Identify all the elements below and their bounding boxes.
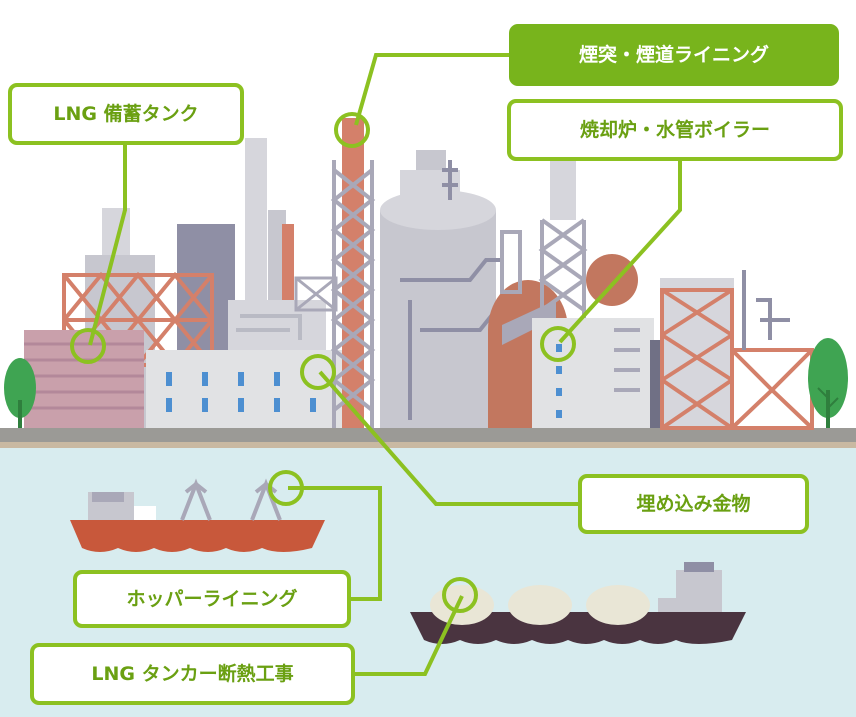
right-plant bbox=[650, 270, 814, 430]
lng-storage-tank bbox=[24, 330, 144, 428]
marker-hopper bbox=[268, 470, 304, 506]
label-lng-tanker-insulation: LNG タンカー断熱工事 bbox=[30, 643, 355, 705]
marker-boiler bbox=[540, 326, 576, 362]
label-hopper-lining: ホッパーライニング bbox=[73, 570, 351, 628]
marker-embedded bbox=[300, 354, 336, 390]
tree-right bbox=[808, 338, 848, 428]
label-chimney-flue-lining: 煙突・煙道ライニング bbox=[509, 24, 839, 86]
process-tower bbox=[380, 150, 500, 428]
label-incinerator-boiler: 焼却炉・水管ボイラー bbox=[507, 99, 843, 161]
leader-lines bbox=[88, 53, 682, 676]
ground-strip bbox=[0, 428, 856, 442]
marker-circles bbox=[70, 112, 576, 613]
shoreline bbox=[0, 442, 856, 448]
incinerator-scaffold bbox=[500, 160, 638, 320]
chimney bbox=[294, 118, 376, 428]
marker-tanker bbox=[442, 577, 478, 613]
label-embedded-hardware: 埋め込み金物 bbox=[578, 474, 809, 534]
cargo-ship bbox=[70, 478, 325, 552]
label-lng-storage-tank: LNG 備蓄タンク bbox=[8, 83, 244, 145]
marker-chimney bbox=[334, 112, 370, 148]
marker-lng-tank bbox=[70, 328, 106, 364]
tree-left bbox=[4, 358, 36, 428]
boiler-building bbox=[532, 318, 654, 428]
